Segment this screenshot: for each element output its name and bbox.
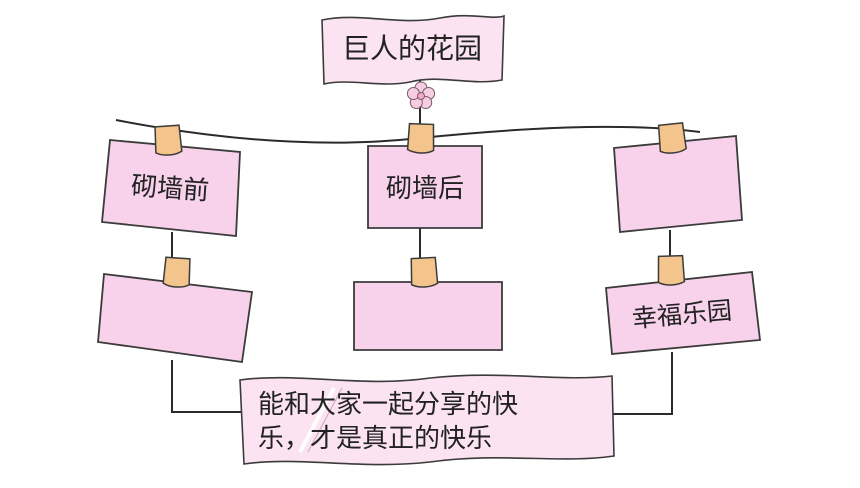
card-left-bottom-shape xyxy=(97,272,254,364)
conclusion-line-1: 能和大家一起分享的快 xyxy=(258,390,518,420)
card-center-bottom-shape xyxy=(353,281,503,351)
clip-shape xyxy=(406,122,435,154)
card-after-wall-shape xyxy=(367,145,483,229)
card-happy-garden-shape xyxy=(605,271,762,355)
clip-shape xyxy=(162,256,191,288)
card-before-wall-shape xyxy=(101,139,241,237)
banner-fold-mark xyxy=(307,387,343,453)
connector-lines xyxy=(115,80,701,415)
card-left-bottom xyxy=(97,272,254,364)
card-center-bottom xyxy=(353,281,503,351)
card-before-wall: 砌墙前 xyxy=(101,139,241,237)
clip-shape xyxy=(410,256,439,288)
title-text: 巨人的花园 xyxy=(342,32,482,65)
title-banner-shape xyxy=(321,14,505,85)
left-bottom-connector xyxy=(171,360,242,413)
right-bottom-connector xyxy=(608,352,673,415)
clip-left-bottom xyxy=(162,256,191,288)
card-right-top xyxy=(613,135,743,233)
clip-happy-garden xyxy=(657,254,686,286)
card-right-top-shape xyxy=(613,135,743,233)
flower-center xyxy=(417,92,425,100)
banner-fold-mark xyxy=(298,387,336,453)
card-after-wall-text: 砌墙后 xyxy=(386,174,464,204)
card-after-wall: 砌墙后 xyxy=(367,145,483,229)
clip-center-bottom xyxy=(410,256,439,288)
conclusion-line-2: 乐，才是真正的快乐 xyxy=(258,424,492,454)
clip-shape xyxy=(657,254,686,286)
clip-shape xyxy=(657,122,687,154)
flower-icon xyxy=(406,81,436,109)
clip-after-wall xyxy=(406,122,435,154)
clip-right-top xyxy=(657,122,687,154)
card-before-wall-text: 砌墙前 xyxy=(130,171,210,206)
clip-shape xyxy=(154,124,183,156)
title-banner: 巨人的花园 xyxy=(321,14,505,85)
conclusion-banner: 能和大家一起分享的快 乐，才是真正的快乐 xyxy=(239,374,615,466)
conclusion-banner-shape xyxy=(239,374,615,466)
card-happy-garden: 幸福乐园 xyxy=(605,271,762,355)
clip-before-wall xyxy=(154,124,183,156)
